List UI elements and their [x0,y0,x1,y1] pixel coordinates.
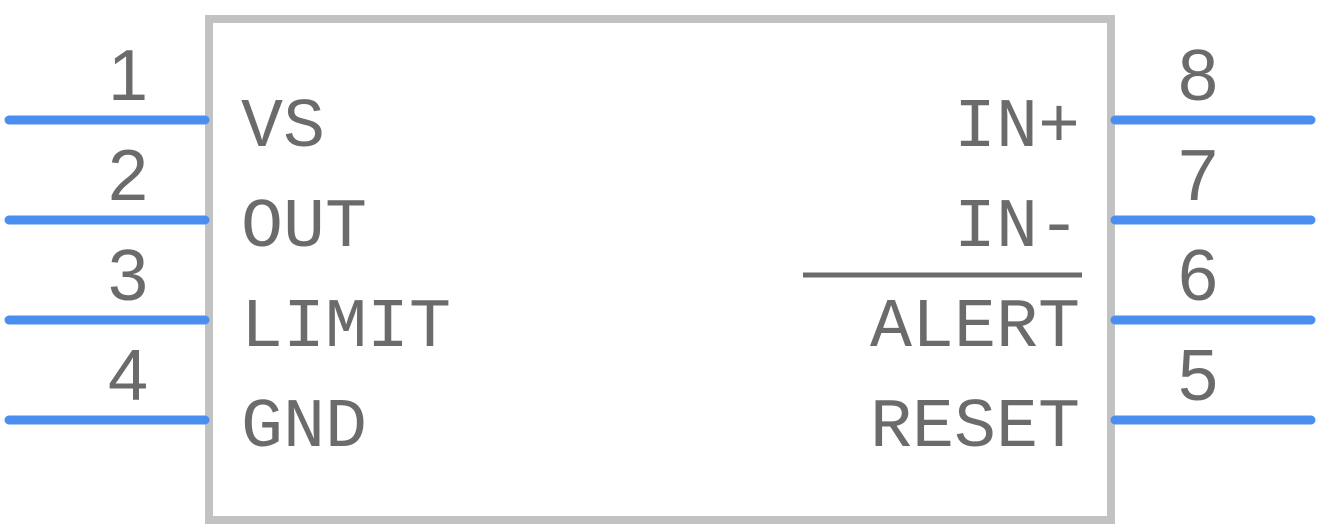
pin-name: GND [241,389,367,468]
pin-name: LIMIT [241,289,451,368]
pin-name: RESET [870,389,1080,468]
pin-number: 6 [1178,236,1218,316]
pin-name: IN- [954,189,1080,268]
pin-number: 1 [108,36,148,116]
pin-number: 7 [1178,136,1218,216]
left-pin-4: 4 GND [4,336,367,468]
pin-name: OUT [241,189,367,268]
pin-name: VS [241,89,325,168]
pin-name: IN+ [954,89,1080,168]
pin-number: 4 [108,336,148,416]
pin-name: ALERT [870,289,1080,368]
pin-number: 2 [108,136,148,216]
right-pin-5: 5 RESET [870,336,1316,468]
left-pin-1: 1 VS [4,36,325,168]
right-pin-7: 7 IN- [954,136,1316,268]
right-pin-6: 6 ALERT [803,236,1316,368]
right-pin-8: 8 IN+ [954,36,1316,168]
left-pin-3: 3 LIMIT [4,236,451,368]
left-pin-2: 2 OUT [4,136,367,268]
pin-number: 8 [1178,36,1218,116]
pin-number: 5 [1178,336,1218,416]
pin-number: 3 [108,236,148,316]
ic-body [205,15,1115,524]
